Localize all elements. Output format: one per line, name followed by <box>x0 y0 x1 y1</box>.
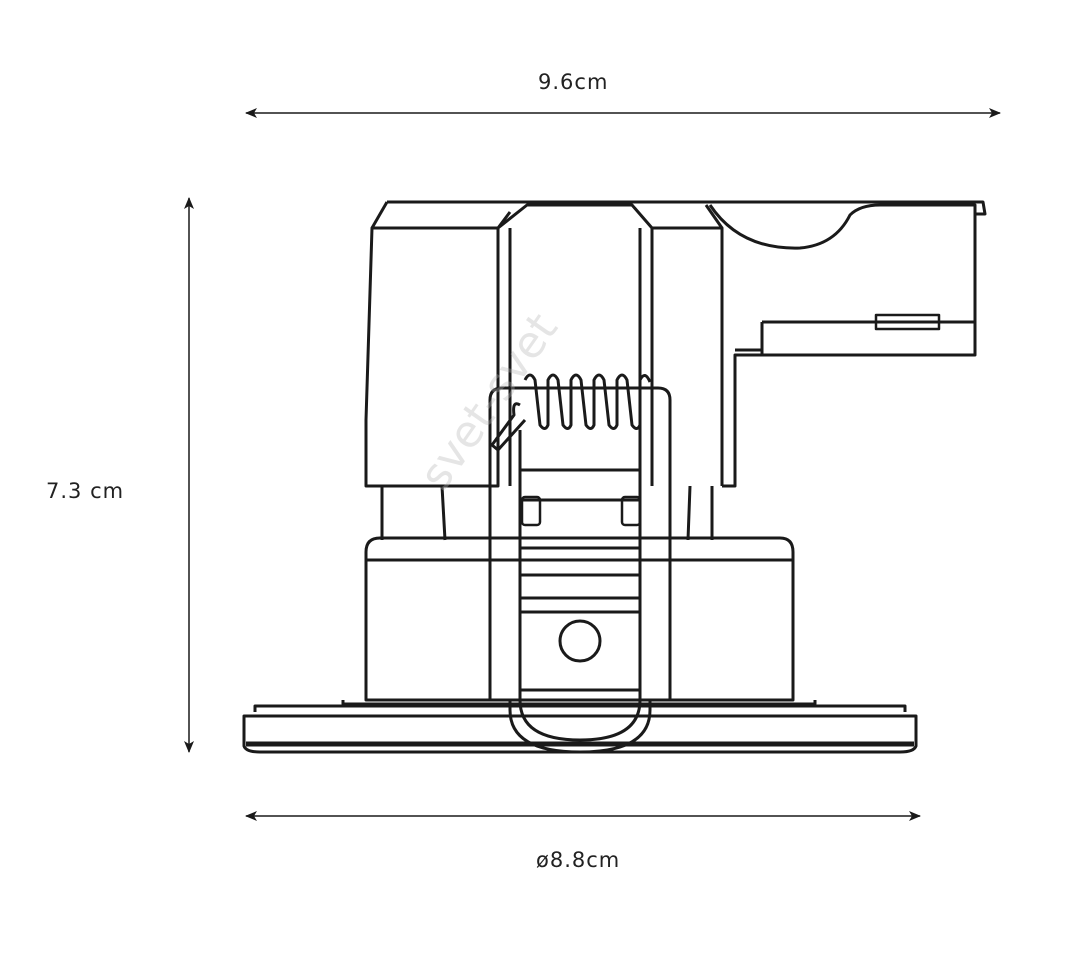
width-label: 9.6cm <box>538 70 609 94</box>
height-label: 7.3 cm <box>46 479 125 503</box>
diameter-label: ø8.8cm <box>536 848 621 872</box>
screw-hole <box>558 619 602 663</box>
spring-coil <box>490 373 652 452</box>
downlight-body <box>242 200 987 754</box>
